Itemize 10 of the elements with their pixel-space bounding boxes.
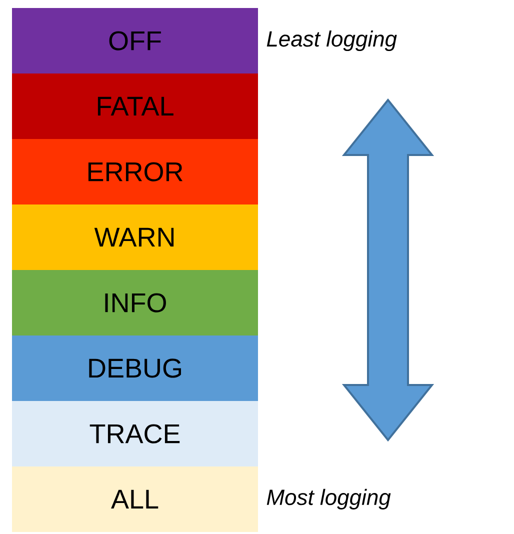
side-label: Least logging [266, 30, 397, 52]
level-box: DEBUG [12, 335, 258, 401]
level-box: ALL [12, 466, 258, 532]
side-label: Most logging [266, 488, 391, 510]
level-box: FATAL [12, 73, 258, 139]
level-box: INFO [12, 270, 258, 336]
level-box: OFF [12, 8, 258, 74]
level-box: ERROR [12, 139, 258, 205]
level-box: TRACE [12, 401, 258, 467]
level-box: WARN [12, 204, 258, 270]
